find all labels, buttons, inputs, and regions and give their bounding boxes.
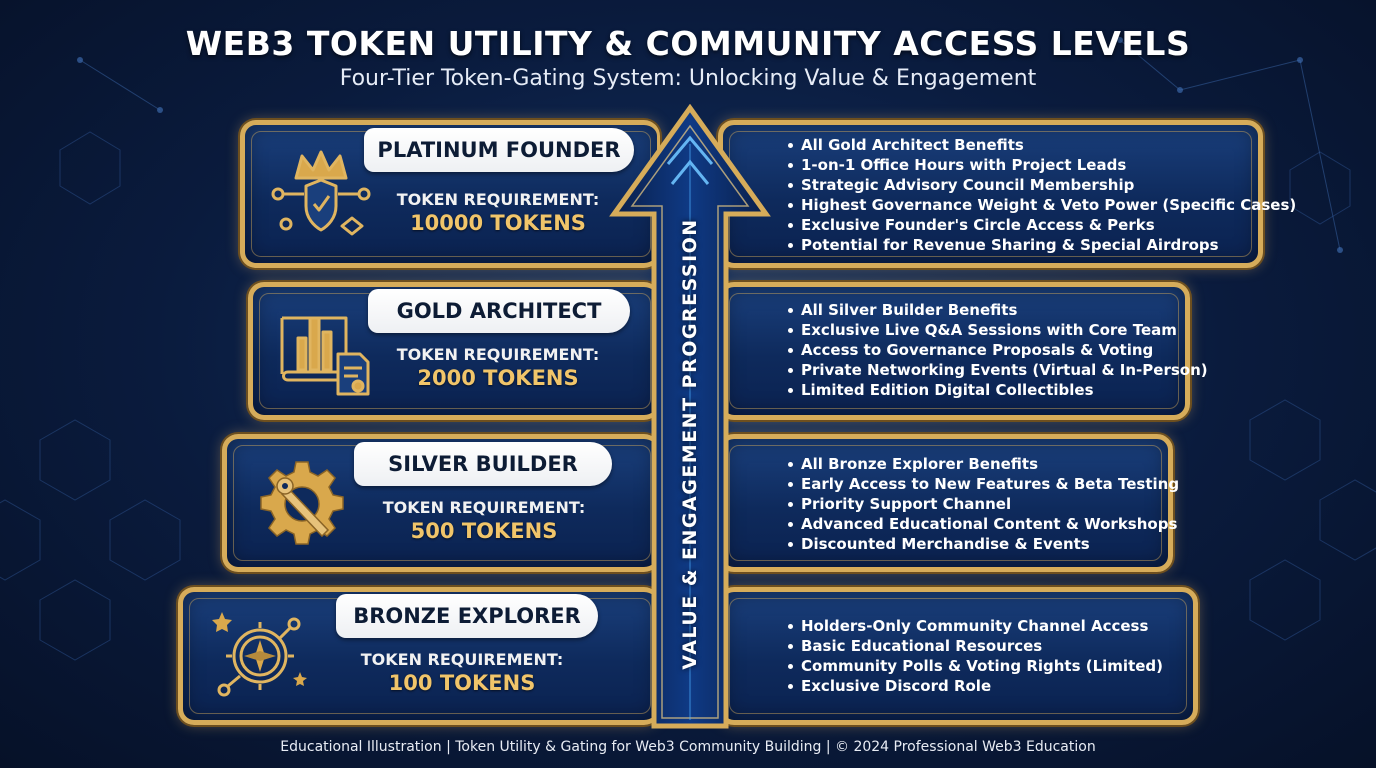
- progression-arrow: [609, 104, 771, 729]
- compass-star-icon: [212, 612, 307, 697]
- progression-label: VALUE & ENGAGEMENT PROGRESSION: [679, 218, 701, 670]
- benefit-item: Access to Governance Proposals & Voting: [787, 340, 1208, 360]
- requirement-value-bronze: 100 TOKENS: [388, 671, 536, 695]
- page-subtitle: Four-Tier Token-Gating System: Unlocking…: [339, 66, 1037, 91]
- requirement-label-silver: TOKEN REQUIREMENT:: [382, 498, 586, 517]
- benefit-item: Priority Support Channel: [787, 494, 1179, 514]
- gear-wrench-icon: [260, 461, 344, 545]
- tier-name-gold: GOLD ARCHITECT: [368, 289, 630, 333]
- benefit-item: 1-on-1 Office Hours with Project Leads: [787, 155, 1296, 175]
- benefit-item: All Silver Builder Benefits: [787, 300, 1208, 320]
- benefit-item: Discounted Merchandise & Events: [787, 534, 1179, 554]
- tier-card-platinum-right: [718, 120, 1263, 268]
- benefit-item: Exclusive Founder's Circle Access & Perk…: [787, 215, 1296, 235]
- benefit-item: Early Access to New Features & Beta Test…: [787, 474, 1179, 494]
- benefits-list-platinum: All Gold Architect Benefits 1-on-1 Offic…: [787, 135, 1296, 255]
- tier-name-platinum: PLATINUM FOUNDER: [364, 128, 634, 172]
- benefit-item: Highest Governance Weight & Veto Power (…: [787, 195, 1296, 215]
- benefits-list-gold: All Silver Builder Benefits Exclusive Li…: [787, 300, 1208, 400]
- benefit-item: Limited Edition Digital Collectibles: [787, 380, 1208, 400]
- footer-caption: Educational Illustration | Token Utility…: [280, 739, 1096, 755]
- requirement-label-bronze: TOKEN REQUIREMENT:: [360, 650, 564, 669]
- benefit-item: Basic Educational Resources: [787, 636, 1163, 656]
- blueprint-city-certificate-icon: [280, 316, 370, 396]
- requirement-label-gold: TOKEN REQUIREMENT:: [396, 345, 600, 364]
- tier-name-bronze: BRONZE EXPLORER: [336, 594, 598, 638]
- tier-card-bronze-right: [718, 587, 1198, 725]
- benefit-item: Strategic Advisory Council Membership: [787, 175, 1296, 195]
- requirement-value-gold: 2000 TOKENS: [417, 366, 579, 390]
- benefits-list-bronze: Holders-Only Community Channel Access Ba…: [787, 616, 1163, 696]
- benefit-item: Advanced Educational Content & Workshops: [787, 514, 1179, 534]
- page-title: WEB3 TOKEN UTILITY & COMMUNITY ACCESS LE…: [185, 24, 1191, 63]
- benefit-item: Potential for Revenue Sharing & Special …: [787, 235, 1296, 255]
- requirement-value-platinum: 10000 TOKENS: [410, 211, 586, 235]
- benefit-item: Holders-Only Community Channel Access: [787, 616, 1163, 636]
- tier-card-gold-right: [718, 282, 1190, 420]
- benefit-item: Private Networking Events (Virtual & In-…: [787, 360, 1208, 380]
- benefits-list-silver: All Bronze Explorer Benefits Early Acces…: [787, 454, 1179, 554]
- crown-shield-handshake-icon: [271, 150, 371, 236]
- benefit-item: All Gold Architect Benefits: [787, 135, 1296, 155]
- requirement-label-platinum: TOKEN REQUIREMENT:: [396, 190, 600, 209]
- benefit-item: Exclusive Discord Role: [787, 676, 1163, 696]
- benefit-item: Exclusive Live Q&A Sessions with Core Te…: [787, 320, 1208, 340]
- tier-card-silver-right: [718, 434, 1173, 572]
- benefit-item: Community Polls & Voting Rights (Limited…: [787, 656, 1163, 676]
- requirement-value-silver: 500 TOKENS: [410, 519, 558, 543]
- tier-name-silver: SILVER BUILDER: [354, 442, 612, 486]
- benefit-item: All Bronze Explorer Benefits: [787, 454, 1179, 474]
